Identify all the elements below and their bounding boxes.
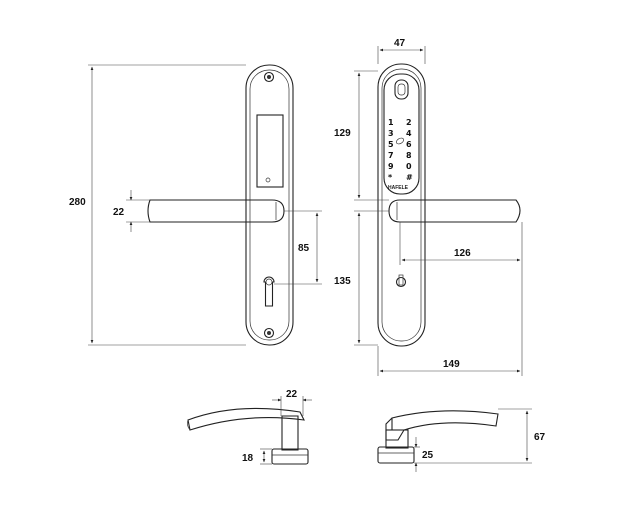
- keypad-panel: [383, 73, 420, 195]
- side-neck-left: [281, 415, 299, 451]
- override-key-icon: [395, 276, 407, 288]
- key-6[interactable]: 6: [406, 140, 412, 149]
- top-screw-icon: [263, 71, 275, 83]
- front-plate: [245, 64, 294, 346]
- dim-handle-thickness: 22: [113, 207, 125, 218]
- key-0[interactable]: 0: [406, 162, 412, 171]
- front-plate-inner: [249, 69, 290, 341]
- dim-side-base-height: 18: [242, 453, 254, 464]
- side-lever-right: [391, 410, 499, 431]
- battery-cover: [256, 114, 284, 188]
- key-9[interactable]: 9: [388, 162, 394, 171]
- brand-label: HAFELE: [388, 185, 409, 191]
- front-view: 280 22 85: [69, 64, 322, 346]
- side-rose-left: [271, 448, 309, 465]
- bottom-screw-icon: [263, 327, 275, 339]
- dim-front-height: 280: [69, 197, 86, 208]
- side-view-right: 67 25: [377, 408, 546, 472]
- side-neck-right: [385, 429, 409, 449]
- cover-screw-icon: [265, 177, 271, 183]
- dim-keypad-height: 129: [334, 128, 351, 139]
- keypad-plate: [377, 63, 426, 347]
- cylinder-keyhole: [263, 276, 275, 307]
- key-star[interactable]: *: [388, 173, 393, 182]
- dim-side-base-height-b: 25: [422, 450, 434, 461]
- key-2[interactable]: 2: [406, 118, 412, 127]
- dim-side-handle-width: 22: [286, 389, 298, 400]
- keypad-plate-inner: [381, 68, 422, 342]
- nfc-icon: [395, 137, 405, 145]
- dim-handle-to-cylinder: 85: [298, 243, 310, 254]
- key-4[interactable]: 4: [406, 129, 412, 138]
- bottom-screw-center: [267, 331, 271, 335]
- key-1[interactable]: 1: [388, 118, 394, 127]
- key-7[interactable]: 7: [388, 151, 394, 160]
- front-lever-handle: [147, 199, 285, 223]
- dim-side-height: 67: [534, 432, 546, 443]
- key-hash[interactable]: #: [406, 173, 413, 182]
- dim-plate-width: 47: [394, 38, 406, 49]
- dim-handle-length: 126: [454, 248, 471, 259]
- side-lever-left: [187, 407, 305, 431]
- side-view-left: 22 18: [186, 389, 312, 465]
- top-screw-center: [267, 75, 271, 79]
- dim-lower-section: 135: [334, 276, 351, 287]
- key-8[interactable]: 8: [406, 151, 412, 160]
- fingerprint-sensor-icon: [394, 79, 409, 100]
- dim-total-depth: 149: [443, 359, 460, 370]
- key-3[interactable]: 3: [388, 129, 394, 138]
- side-rose-right: [377, 446, 415, 464]
- keypad-view: 1 2 3 4 5 6 7 8 9 0 * # HAFELE 47 129: [334, 38, 523, 376]
- keypad-lever-handle: [388, 199, 521, 223]
- key-5[interactable]: 5: [388, 140, 394, 149]
